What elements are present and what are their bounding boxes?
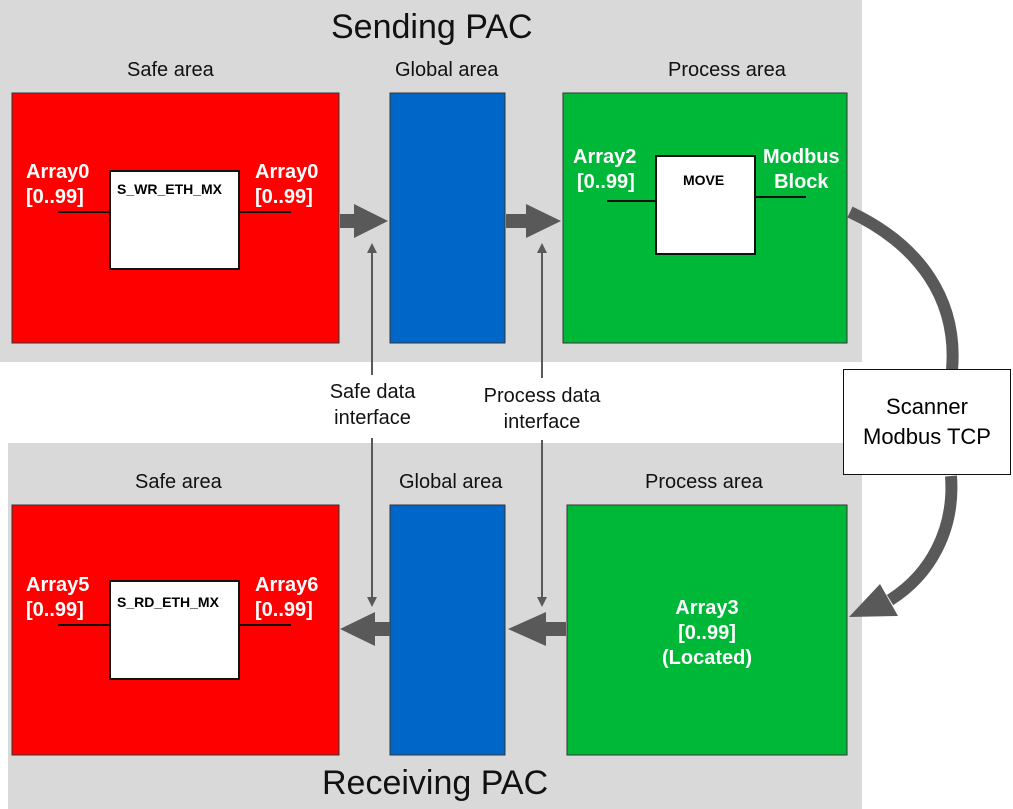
s-rd-eth-mx-block: S_RD_ETH_MX [109,580,240,680]
s-rd-eth-mx-name: S_RD_ETH_MX [117,594,219,610]
s-wr-output-name: Array0 [255,161,319,183]
array3-located: (Located) [662,647,752,669]
receiving-safe-area-title: Safe area [135,471,222,493]
scanner-line2: Modbus TCP [863,424,991,449]
sending-global-area-box [389,92,506,344]
s-wr-input-name: Array0 [26,161,90,183]
move-block-name: MOVE [683,172,725,188]
process-interface-line1: Process data [483,385,601,407]
flow-arrow-process-to-global [508,612,566,646]
modbus-curve-to-scanner [847,206,959,371]
receiving-global-area-title: Global area [399,471,503,493]
move-input-range: [0..99] [577,171,635,193]
process-interface-line2: interface [503,411,581,433]
array3-range: [0..99] [678,622,736,644]
sending-global-area-title: Global area [395,59,499,81]
flow-arrow-global-to-process [506,204,561,238]
safe-data-interface-label: Safe data interface [315,379,430,431]
receiving-process-area-box [566,504,848,756]
scanner-modbus-tcp-box: Scanner Modbus TCP [843,369,1011,475]
safe-interface-line1: Safe data [329,381,416,403]
array3-label: Array3 [0..99] (Located) [567,596,847,671]
move-input-label: Array2 [0..99] [573,145,636,195]
sending-pac-title: Sending PAC [331,8,533,46]
s-rd-input-label: Array5 [0..99] [26,573,89,623]
scanner-line1: Scanner [886,394,968,419]
s-rd-input-range: [0..99] [26,599,84,621]
s-wr-input-range: [0..99] [26,186,84,208]
s-rd-output-range: [0..99] [255,599,313,621]
safe-interface-line2: interface [334,407,411,429]
s-rd-output-label: Array6 [0..99] [255,573,318,623]
s-wr-eth-mx-block: S_WR_ETH_MX [109,170,240,270]
s-wr-output-range: [0..99] [255,186,313,208]
receiving-process-area-title: Process area [645,471,763,493]
s-rd-input-name: Array5 [26,574,90,596]
flow-arrow-safe-to-global [340,204,388,238]
scanner-curve-arrowhead [849,584,898,617]
s-wr-output-label: Array0 [0..99] [255,160,318,210]
s-wr-eth-mx-name: S_WR_ETH_MX [117,181,223,197]
s-wr-input-label: Array0 [0..99] [26,160,89,210]
move-block: MOVE [655,155,756,255]
modbus-block-label: Modbus Block [763,145,840,195]
modbus-label-line1: Modbus [763,146,840,168]
move-input-name: Array2 [573,146,637,168]
sending-process-area-title: Process area [668,59,786,81]
receiving-pac-title: Receiving PAC [322,764,549,802]
modbus-label-line2: Block [774,171,829,193]
process-data-interface-label: Process data interface [470,383,614,435]
sending-safe-area-title: Safe area [127,59,214,81]
s-rd-output-name: Array6 [255,574,319,596]
flow-arrow-global-to-safe [340,612,390,646]
array3-name: Array3 [675,597,739,619]
scanner-curve-to-process [886,475,958,606]
receiving-global-area-box [389,504,506,756]
